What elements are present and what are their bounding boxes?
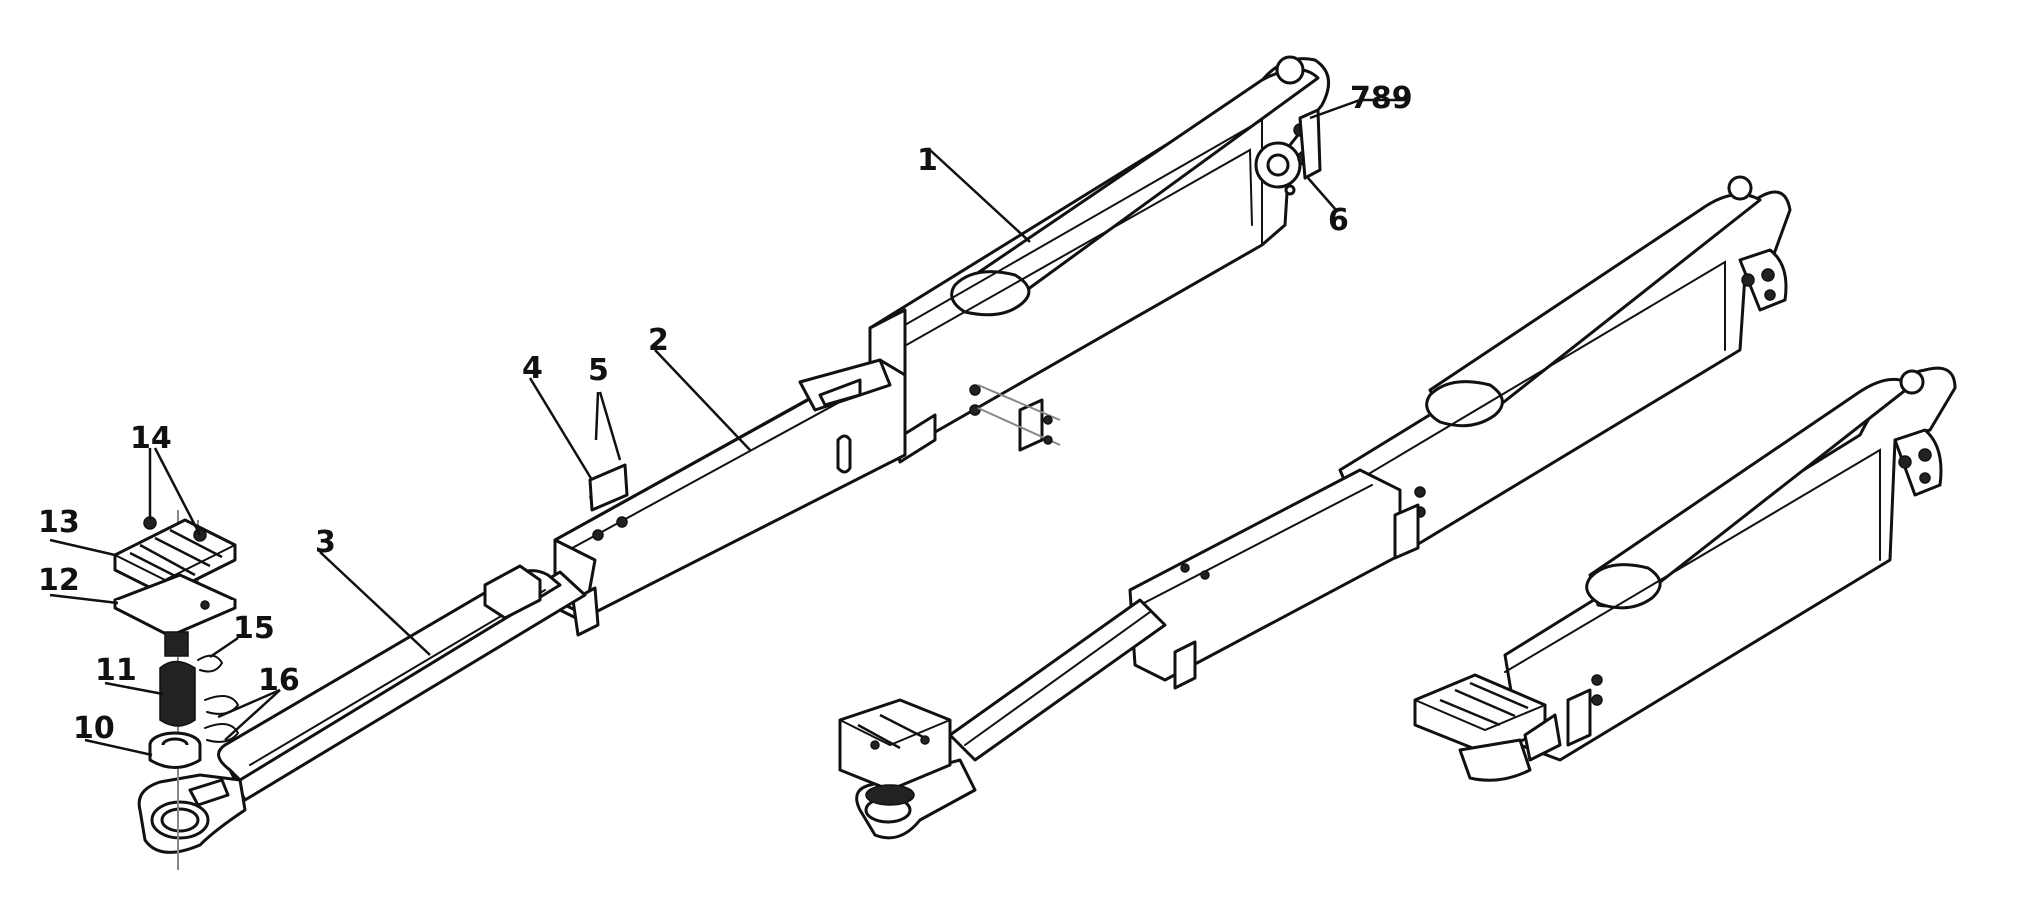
exploded-arm: 789 1 6 2 4 5 3 14 13 12 15 11 16 10 [38, 55, 1413, 870]
callout-5: 5 [588, 353, 609, 388]
callout-1: 1 [917, 143, 938, 178]
callout-10: 10 [73, 711, 115, 746]
callout-4: 4 [522, 351, 543, 386]
callout-11: 11 [95, 653, 137, 688]
callout-15: 15 [233, 611, 275, 646]
callout-789: 789 [1350, 81, 1413, 116]
callout-12: 12 [38, 563, 80, 598]
assembled-arm-retracted [1413, 366, 1957, 782]
leader-lines [49, 98, 1410, 757]
callout-3: 3 [315, 525, 336, 560]
pad-stack-exploded [113, 510, 240, 870]
callout-16: 16 [258, 663, 300, 698]
callout-6: 6 [1328, 203, 1349, 238]
callout-2: 2 [648, 323, 669, 358]
assembled-arm-extended [838, 175, 1792, 840]
callout-14: 14 [130, 421, 172, 456]
part-3-inner-arm [137, 564, 587, 854]
part-1-outer-arm [868, 55, 1331, 464]
callout-13: 13 [38, 505, 80, 540]
